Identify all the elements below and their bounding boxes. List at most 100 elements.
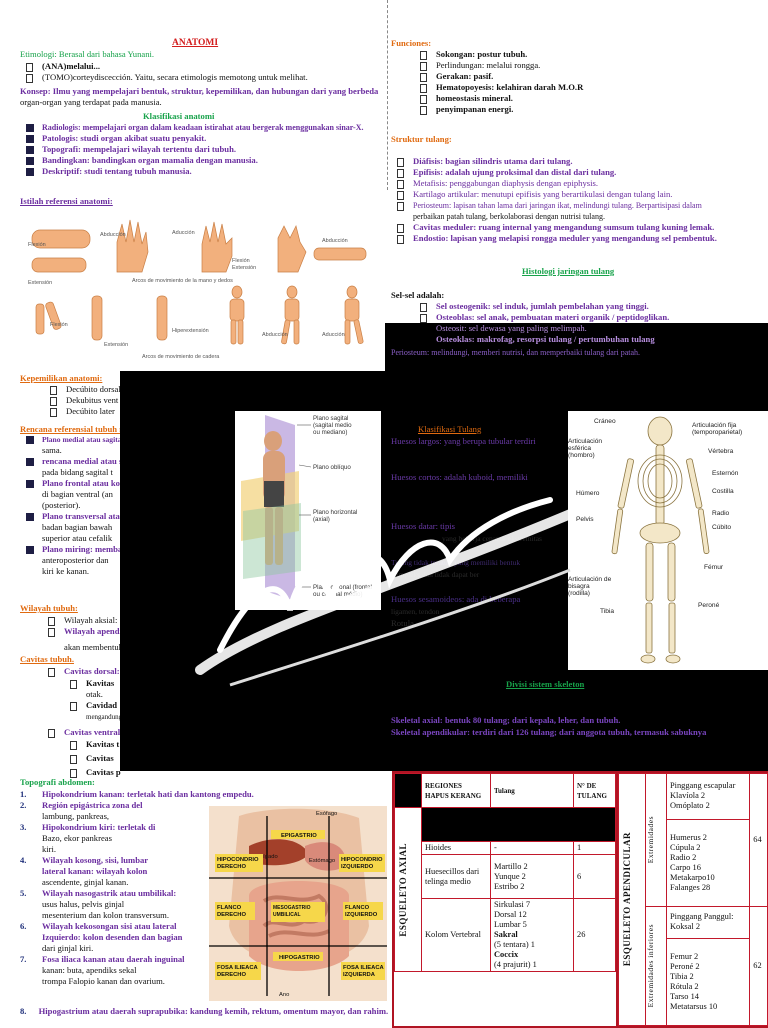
row-n: 64 (749, 773, 768, 907)
row-region: Hioides (421, 841, 491, 855)
list-item: Endostio: lapisan yang melapisi rongga m… (391, 233, 766, 244)
col-header-n: N° DE TULANG (573, 773, 616, 808)
row-n: 6 (573, 854, 616, 899)
label-flexion: Flexión (28, 242, 46, 248)
apend-label-cell: ESQUELETO APENDICULAR (618, 773, 646, 1026)
anatomi-title: ANATOMI (172, 38, 219, 48)
list-item: 7.Fosa iliaca kanan atau daerah inguinal… (20, 954, 185, 986)
struktur-list: Diáfisis: bagian silindris utama dari tu… (391, 156, 766, 244)
klas-fragment-3: Rotula (391, 618, 414, 628)
klas-tulang-4: Huesos sesamoideos: ada di beberapa (391, 594, 521, 604)
topo-item-8: 8. Hipogastrium atau daerah suprapubika:… (20, 1006, 389, 1016)
label-abduccion-hip: Abducción (262, 332, 288, 338)
topo-list: 1.Hipokondrium kanan: terletak hati dan … (20, 789, 380, 987)
list-item: Deskriptif: studi tentang tubuh manusia. (20, 166, 420, 177)
list-item: Epífisis: adalah ujung proksimal dan dis… (391, 167, 766, 178)
klas-fragment-2: ligamen, tendon (391, 607, 440, 616)
klas-tulang-2: Huesos datar: tipis (391, 521, 455, 531)
list-item: Cavitas meduler: ruang internal yang men… (391, 222, 766, 233)
list-item: Cavitas (64, 753, 121, 764)
list-item: (ANA)melalui... (20, 61, 380, 72)
lbl-pelvis: Pelvis (576, 516, 594, 523)
plane-obliquo-label: Plano oblíquo (313, 464, 351, 471)
row-bones: Pinggang escapular Klavíola 2 Omóplato 2 (665, 773, 751, 820)
row-bones: Sirkulasi 7 Dorsal 12 Lumbar 5 Sakral (5… (490, 898, 574, 972)
lbl-perone: Peroné (698, 602, 720, 609)
istilah-title: Istilah referensi anatomi: (20, 196, 113, 206)
list-item: Kavitas t (64, 739, 121, 750)
label-aduccion: Aducción (172, 230, 195, 236)
list-item: Cavitas ventral: (42, 727, 123, 738)
watermark-logo (195, 497, 585, 687)
row-region: Huesecillos dari telinga medio (421, 854, 491, 899)
topo-title: Topografi abdomen: (20, 777, 95, 787)
table-axial: REGIONES HAPUS KERANG Tulang N° DE TULAN… (392, 771, 618, 1028)
klas-fragment-0: yang bekerja cepat di ekstremitas (442, 534, 542, 543)
col-header-region: REGIONES HAPUS KERANG (421, 773, 491, 808)
list-item: homeostasis mineral. (414, 93, 583, 104)
skeletal-axial: Skeletal axial: bentuk 80 tulang; dari k… (391, 715, 621, 725)
histologi-title: Histologi jaringan tulang (522, 266, 615, 276)
klas-fragment-1: kompleks dan tidak dapat ber (391, 570, 480, 579)
axial-table: REGIONES HAPUS KERANG Tulang N° DE TULAN… (394, 773, 616, 972)
klasifikasi-list: Radiologis: mempelajari organ dalam kead… (20, 122, 420, 177)
sel-list: Sel osteogenik: sel induk, jumlah pembel… (414, 301, 744, 323)
row-bones: Martillo 2 Yunque 2 Estribo 2 (490, 854, 574, 899)
apend-inf-label: Extremidades inferiores (646, 924, 655, 1008)
label-extension: Extensión (28, 280, 52, 286)
abdomen-illustration: Esófago EPIGASTRIO Hígado Estómago HIPOC… (209, 808, 387, 998)
lbl-humero: Húmero (576, 490, 600, 497)
cavitas-dorsal: Cavitas dorsal: (42, 666, 120, 677)
list-item: Decúbito later (44, 406, 121, 417)
etimologi: Etimologi: Berasal dari bahasa Yunani. (20, 49, 155, 59)
list-item: Metafisis: penggabungan diaphysis dengan… (391, 178, 766, 189)
label-abduccion-2: Abducción (322, 238, 348, 244)
list-item: Dekubitus vent (44, 395, 121, 406)
klasifikasi-tulang-title: Klasifikasi Tulang (418, 424, 482, 434)
sel-overlay: Osteosit: sel dewasa yang paling melimpa… (436, 323, 655, 344)
label-hiperextension: Hiperextensión (172, 328, 209, 334)
label-flexion-2: Flexión (232, 258, 250, 264)
skeleton-figure: Cráneo Articulación fija(temporoparietal… (568, 411, 768, 670)
klasifikasi-title: Klasifikasi anatomi (143, 111, 215, 121)
abd-epigastrio: EPIGASTRIO (281, 833, 317, 839)
axial-label: ESQUELETO AXIAL (398, 842, 408, 937)
list-item: Kartilago artikular: menutupi epifisis y… (391, 189, 766, 200)
label-flexion-hip: Flexión (50, 322, 68, 328)
skeleton-illustration: Cráneo Articulación fija(temporoparietal… (568, 416, 742, 664)
list-item: Wilayah aksial: (42, 615, 402, 626)
lbl-femur: Fémur (704, 564, 724, 571)
caption-hip: Arcos de movimiento de cadera (142, 354, 220, 360)
klas-tulang-0: Huesos largos: yang berupa tubular terdi… (391, 436, 536, 446)
list-item: Topografi: mempelajari wilayah tertentu … (20, 144, 420, 155)
abd-ano: Ano (279, 992, 289, 998)
apend-label: ESQUELETO APENDICULAR (622, 832, 632, 967)
plane-horizontal-label: Plano horizontal(axial) (313, 509, 357, 523)
col-header-tulang: Tulang (490, 773, 574, 808)
row-n: 62 (749, 905, 768, 1027)
wilayah-title: Wilayah tubuh: (20, 603, 78, 613)
row-n: 1 (573, 841, 616, 855)
wilayah-cont: akan membentuk (64, 642, 123, 652)
list-item: Osteoblas: sel anak, pembuatan materi or… (414, 312, 744, 323)
row-bones: Femur 2 Peroné 2 Tibia 2 Rótula 2 Tarso … (665, 937, 751, 1027)
etimologi-list: (ANA)melalui... (TOMO)corteydiscección. … (20, 61, 380, 83)
list-item: Decúbito dorsal (44, 384, 121, 395)
list-item: Hematopoyesis: kelahiran darah M.O.R (414, 82, 583, 93)
funciones-list: Sokongan: postur tubuh. Perlindungan: me… (414, 49, 583, 115)
row-bones: Pinggang Panggul: Koksal 2 (665, 905, 751, 939)
